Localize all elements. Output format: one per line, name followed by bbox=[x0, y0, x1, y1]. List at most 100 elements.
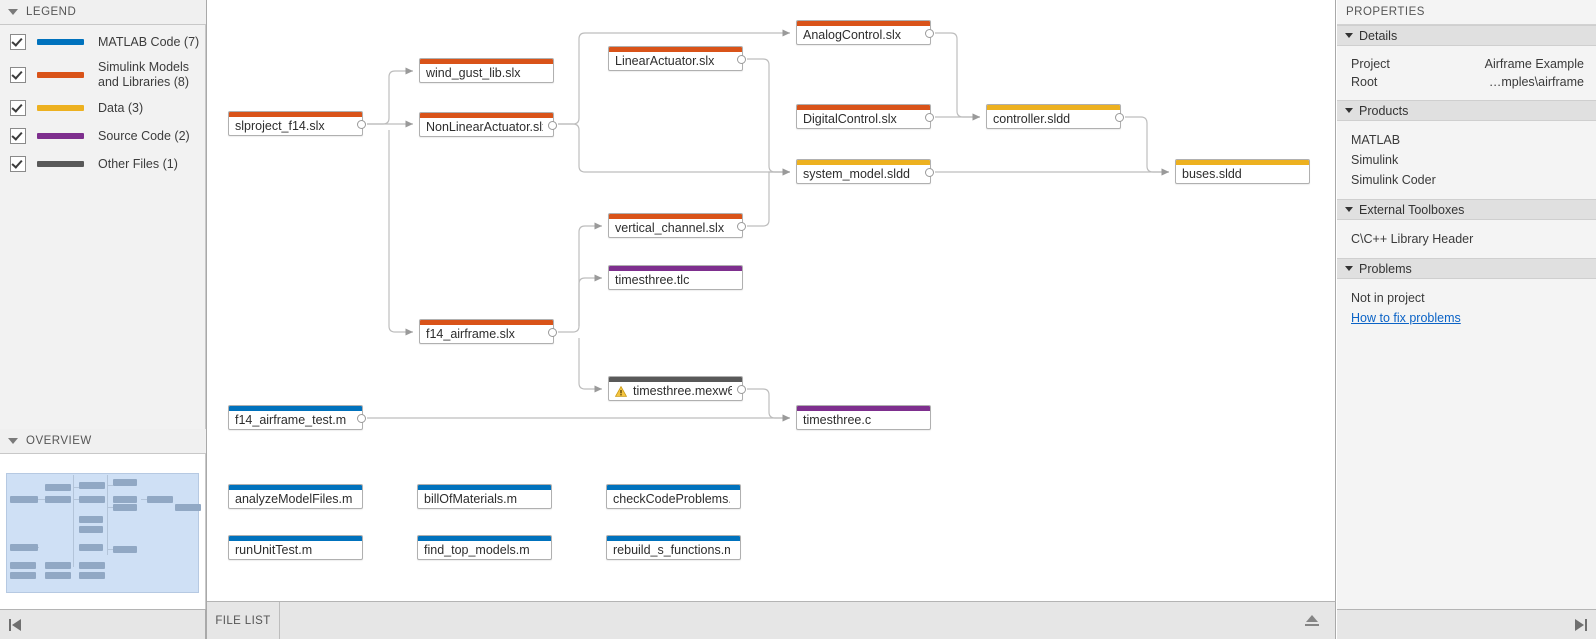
node-output-port[interactable] bbox=[925, 168, 934, 177]
expand-file-list-button[interactable] bbox=[1289, 602, 1335, 639]
checkbox-icon[interactable] bbox=[10, 156, 26, 172]
legend-item-label: Data (3) bbox=[98, 100, 144, 115]
node-type-bar bbox=[987, 105, 1120, 110]
minimap-node bbox=[45, 562, 71, 569]
node-output-port[interactable] bbox=[737, 55, 746, 64]
properties-section-header-0[interactable]: Details bbox=[1337, 25, 1596, 46]
legend-item-0[interactable]: MATLAB Code (7) bbox=[0, 32, 205, 52]
node-label-wrap: timesthree.c bbox=[803, 411, 920, 429]
node-label: find_top_models.m bbox=[424, 543, 530, 557]
node-output-port[interactable] bbox=[737, 385, 746, 394]
checkbox-icon[interactable] bbox=[10, 67, 26, 83]
node-type-bar bbox=[420, 59, 553, 64]
node-label-wrap: timesthree.mexw64 bbox=[615, 382, 732, 400]
graph-node-rebuild_s_functions[interactable]: rebuild_s_functions.m bbox=[606, 535, 741, 560]
graph-node-LinearActuator[interactable]: LinearActuator.slx bbox=[608, 46, 746, 71]
first-page-icon[interactable] bbox=[9, 618, 22, 631]
collapse-triangle-icon[interactable] bbox=[8, 438, 18, 444]
graph-node-billOfMaterials[interactable]: billOfMaterials.m bbox=[417, 484, 552, 509]
legend-item-1[interactable]: Simulink Models and Libraries (8) bbox=[0, 60, 205, 90]
node-label-wrap: wind_gust_lib.slx bbox=[426, 64, 543, 82]
bottom-bar-filler bbox=[280, 602, 1289, 639]
collapse-triangle-icon[interactable] bbox=[1345, 266, 1353, 271]
node-output-port[interactable] bbox=[357, 120, 366, 129]
node-output-port[interactable] bbox=[548, 121, 557, 130]
collapse-triangle-icon[interactable] bbox=[1345, 33, 1353, 38]
minimap-node bbox=[113, 496, 137, 503]
node-type-bar bbox=[418, 536, 551, 541]
collapse-triangle-icon[interactable] bbox=[8, 9, 18, 15]
checkbox-icon[interactable] bbox=[10, 34, 26, 50]
graph-node-DigitalControl[interactable]: DigitalControl.slx bbox=[796, 104, 934, 129]
node-output-port[interactable] bbox=[925, 29, 934, 38]
graph-node-analyzeModelFiles[interactable]: analyzeModelFiles.m bbox=[228, 484, 363, 509]
last-page-icon[interactable] bbox=[1574, 618, 1587, 631]
node-output-port[interactable] bbox=[1115, 113, 1124, 122]
node-output-port[interactable] bbox=[925, 113, 934, 122]
graph-node-AnalogControl[interactable]: AnalogControl.slx bbox=[796, 20, 934, 45]
graph-node-NonLinearActuator[interactable]: NonLinearActuator.slx bbox=[419, 112, 557, 137]
legend-color-swatch bbox=[37, 39, 84, 45]
properties-section-header-2[interactable]: External Toolboxes bbox=[1337, 199, 1596, 220]
node-output-port[interactable] bbox=[737, 222, 746, 231]
graph-node-controller[interactable]: controller.sldd bbox=[986, 104, 1124, 129]
overview-panel-header[interactable]: OVERVIEW bbox=[0, 429, 206, 454]
graph-node-system_model[interactable]: system_model.sldd bbox=[796, 159, 934, 184]
file-list-tab[interactable]: FILE LIST bbox=[207, 602, 280, 639]
properties-key: Root bbox=[1351, 75, 1378, 89]
checkbox-icon[interactable] bbox=[10, 100, 26, 116]
graph-node-f14_airframe_test[interactable]: f14_airframe_test.m bbox=[228, 405, 366, 430]
minimap-node bbox=[79, 572, 105, 579]
node-label-wrap: buses.sldd bbox=[1182, 165, 1299, 183]
node-output-port[interactable] bbox=[548, 328, 557, 337]
graph-node-find_top_models[interactable]: find_top_models.m bbox=[417, 535, 552, 560]
minimap-node bbox=[79, 482, 105, 489]
legend-item-3[interactable]: Source Code (2) bbox=[0, 126, 205, 146]
how-to-fix-problems-link[interactable]: How to fix problems bbox=[1351, 311, 1461, 325]
minimap-edge bbox=[107, 549, 113, 550]
graph-node-runUnitTest[interactable]: runUnitTest.m bbox=[228, 535, 363, 560]
legend-title: LEGEND bbox=[26, 5, 77, 18]
graph-node-timesthree_tlc[interactable]: timesthree.tlc bbox=[608, 265, 743, 290]
checkbox-icon[interactable] bbox=[10, 128, 26, 144]
minimap-viewport[interactable] bbox=[6, 473, 201, 593]
graph-node-slproject_f14[interactable]: slproject_f14.slx bbox=[228, 111, 366, 136]
node-label: f14_airframe_test.m bbox=[235, 413, 347, 427]
collapse-triangle-icon[interactable] bbox=[1345, 207, 1353, 212]
node-label-wrap: checkCodeProblems.m bbox=[613, 490, 730, 508]
graph-node-f14_airframe[interactable]: f14_airframe.slx bbox=[419, 319, 557, 344]
properties-section-header-3[interactable]: Problems bbox=[1337, 258, 1596, 279]
graph-node-timesthree_c[interactable]: timesthree.c bbox=[796, 405, 931, 430]
legend-panel-header[interactable]: LEGEND bbox=[0, 0, 206, 25]
node-output-port[interactable] bbox=[357, 414, 366, 423]
properties-list-item: Simulink Coder bbox=[1351, 173, 1436, 187]
properties-section-header-1[interactable]: Products bbox=[1337, 100, 1596, 121]
node-label: timesthree.c bbox=[803, 413, 872, 427]
properties-section-body-2: C\C++ Library Header bbox=[1337, 220, 1596, 258]
left-sidebar: LEGEND MATLAB Code (7) Simulink Models an… bbox=[0, 0, 207, 639]
node-label: system_model.sldd bbox=[803, 167, 910, 181]
node-label-wrap: vertical_channel.slx bbox=[615, 219, 732, 237]
graph-node-timesthree_mex[interactable]: timesthree.mexw64 bbox=[608, 376, 746, 401]
graph-node-buses[interactable]: buses.sldd bbox=[1175, 159, 1310, 184]
collapse-triangle-icon[interactable] bbox=[1345, 108, 1353, 113]
node-label-wrap: billOfMaterials.m bbox=[424, 490, 541, 508]
graph-node-wind_gust_lib[interactable]: wind_gust_lib.slx bbox=[419, 58, 554, 83]
graph-node-vertical_channel[interactable]: vertical_channel.slx bbox=[608, 213, 746, 238]
properties-section-title: Details bbox=[1359, 28, 1398, 43]
legend-item-4[interactable]: Other Files (1) bbox=[0, 154, 205, 174]
node-label-wrap: AnalogControl.slx bbox=[803, 26, 920, 44]
overview-body bbox=[0, 454, 206, 609]
node-label: wind_gust_lib.slx bbox=[426, 66, 521, 80]
properties-list-item: Not in project bbox=[1351, 291, 1425, 305]
graph-node-checkCodeProblems[interactable]: checkCodeProblems.m bbox=[606, 484, 741, 509]
node-type-bar bbox=[607, 485, 740, 490]
legend-color-swatch bbox=[37, 161, 84, 167]
legend-item-2[interactable]: Data (3) bbox=[0, 98, 205, 118]
node-label-wrap: slproject_f14.slx bbox=[235, 117, 352, 135]
properties-value: …mples\airframe bbox=[1488, 75, 1584, 89]
minimap-edge bbox=[73, 499, 79, 500]
